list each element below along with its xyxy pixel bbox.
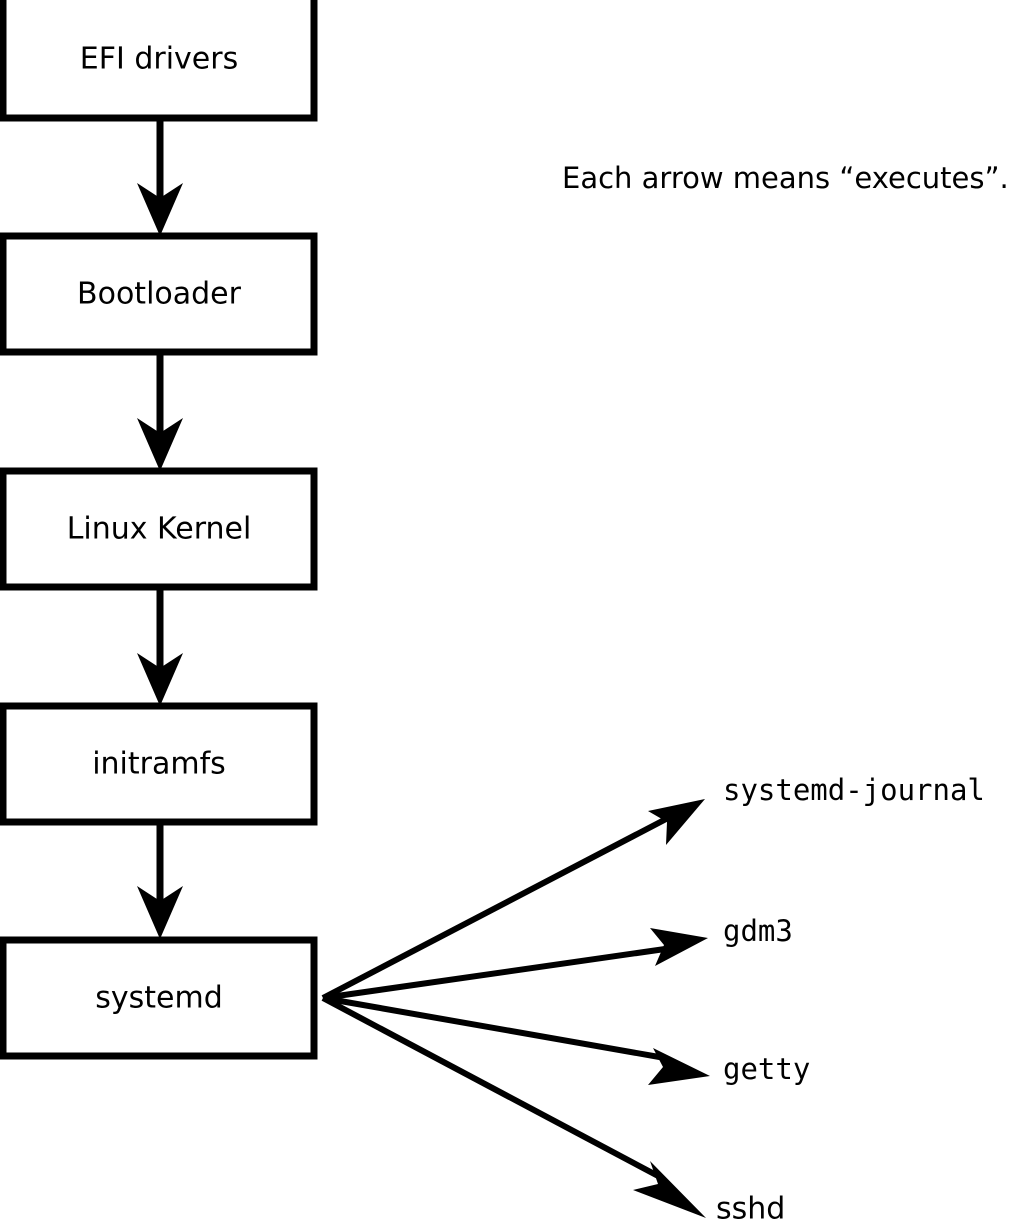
node-initramfs[interactable]: initramfs bbox=[0, 702, 318, 826]
chain-arrow-efi-to-bootloader bbox=[137, 118, 183, 236]
node-box[interactable] bbox=[0, 232, 318, 356]
service-label-getty[interactable]: getty bbox=[723, 1052, 810, 1086]
node-efi-drivers[interactable]: EFI drivers bbox=[0, 0, 318, 122]
fan-arrow-shaft bbox=[322, 946, 666, 1001]
service-label-gdm3[interactable]: gdm3 bbox=[723, 914, 793, 948]
fan-arrow-shaft bbox=[321, 995, 662, 1180]
node-label: Bootloader bbox=[77, 277, 242, 312]
chain-arrow-initramfs-to-systemd bbox=[137, 823, 183, 939]
node-systemd[interactable]: systemd bbox=[0, 936, 318, 1060]
node-box[interactable] bbox=[0, 702, 318, 826]
fan-arrow-sshd bbox=[321, 995, 706, 1218]
arrowhead-down-icon bbox=[137, 653, 183, 706]
diagram-caption: Each arrow means “executes”. bbox=[562, 161, 1009, 195]
arrowhead-down-icon bbox=[137, 418, 183, 471]
arrowhead-icon bbox=[633, 1161, 706, 1218]
fan-arrow-systemd-journal bbox=[321, 799, 705, 1001]
service-label-sshd[interactable]: sshd bbox=[716, 1192, 785, 1227]
chain-arrow-kernel-to-initramfs bbox=[137, 588, 183, 706]
fan-arrow-shaft bbox=[321, 815, 670, 1001]
arrowhead-icon bbox=[650, 928, 708, 966]
node-box[interactable] bbox=[0, 936, 318, 1060]
node-bootloader[interactable]: Bootloader bbox=[0, 232, 318, 356]
fan-arrow-gdm3 bbox=[322, 928, 708, 1001]
arrowhead-down-icon bbox=[137, 183, 183, 236]
arrowhead-icon bbox=[648, 799, 705, 845]
fan-arrow-shaft bbox=[322, 995, 666, 1061]
node-box[interactable] bbox=[0, 0, 318, 122]
node-label: systemd bbox=[95, 981, 223, 1016]
chain-arrow-bootloader-to-kernel bbox=[137, 353, 183, 471]
node-label: Linux Kernel bbox=[67, 512, 252, 547]
node-box[interactable] bbox=[0, 467, 318, 591]
service-label-systemd-journal[interactable]: systemd-journal bbox=[723, 773, 985, 807]
arrowhead-down-icon bbox=[137, 886, 183, 939]
node-label: EFI drivers bbox=[80, 42, 238, 77]
node-linux-kernel[interactable]: Linux Kernel bbox=[0, 467, 318, 591]
arrowhead-icon bbox=[648, 1048, 710, 1085]
node-label: initramfs bbox=[92, 747, 226, 782]
fan-arrow-getty bbox=[322, 995, 710, 1085]
